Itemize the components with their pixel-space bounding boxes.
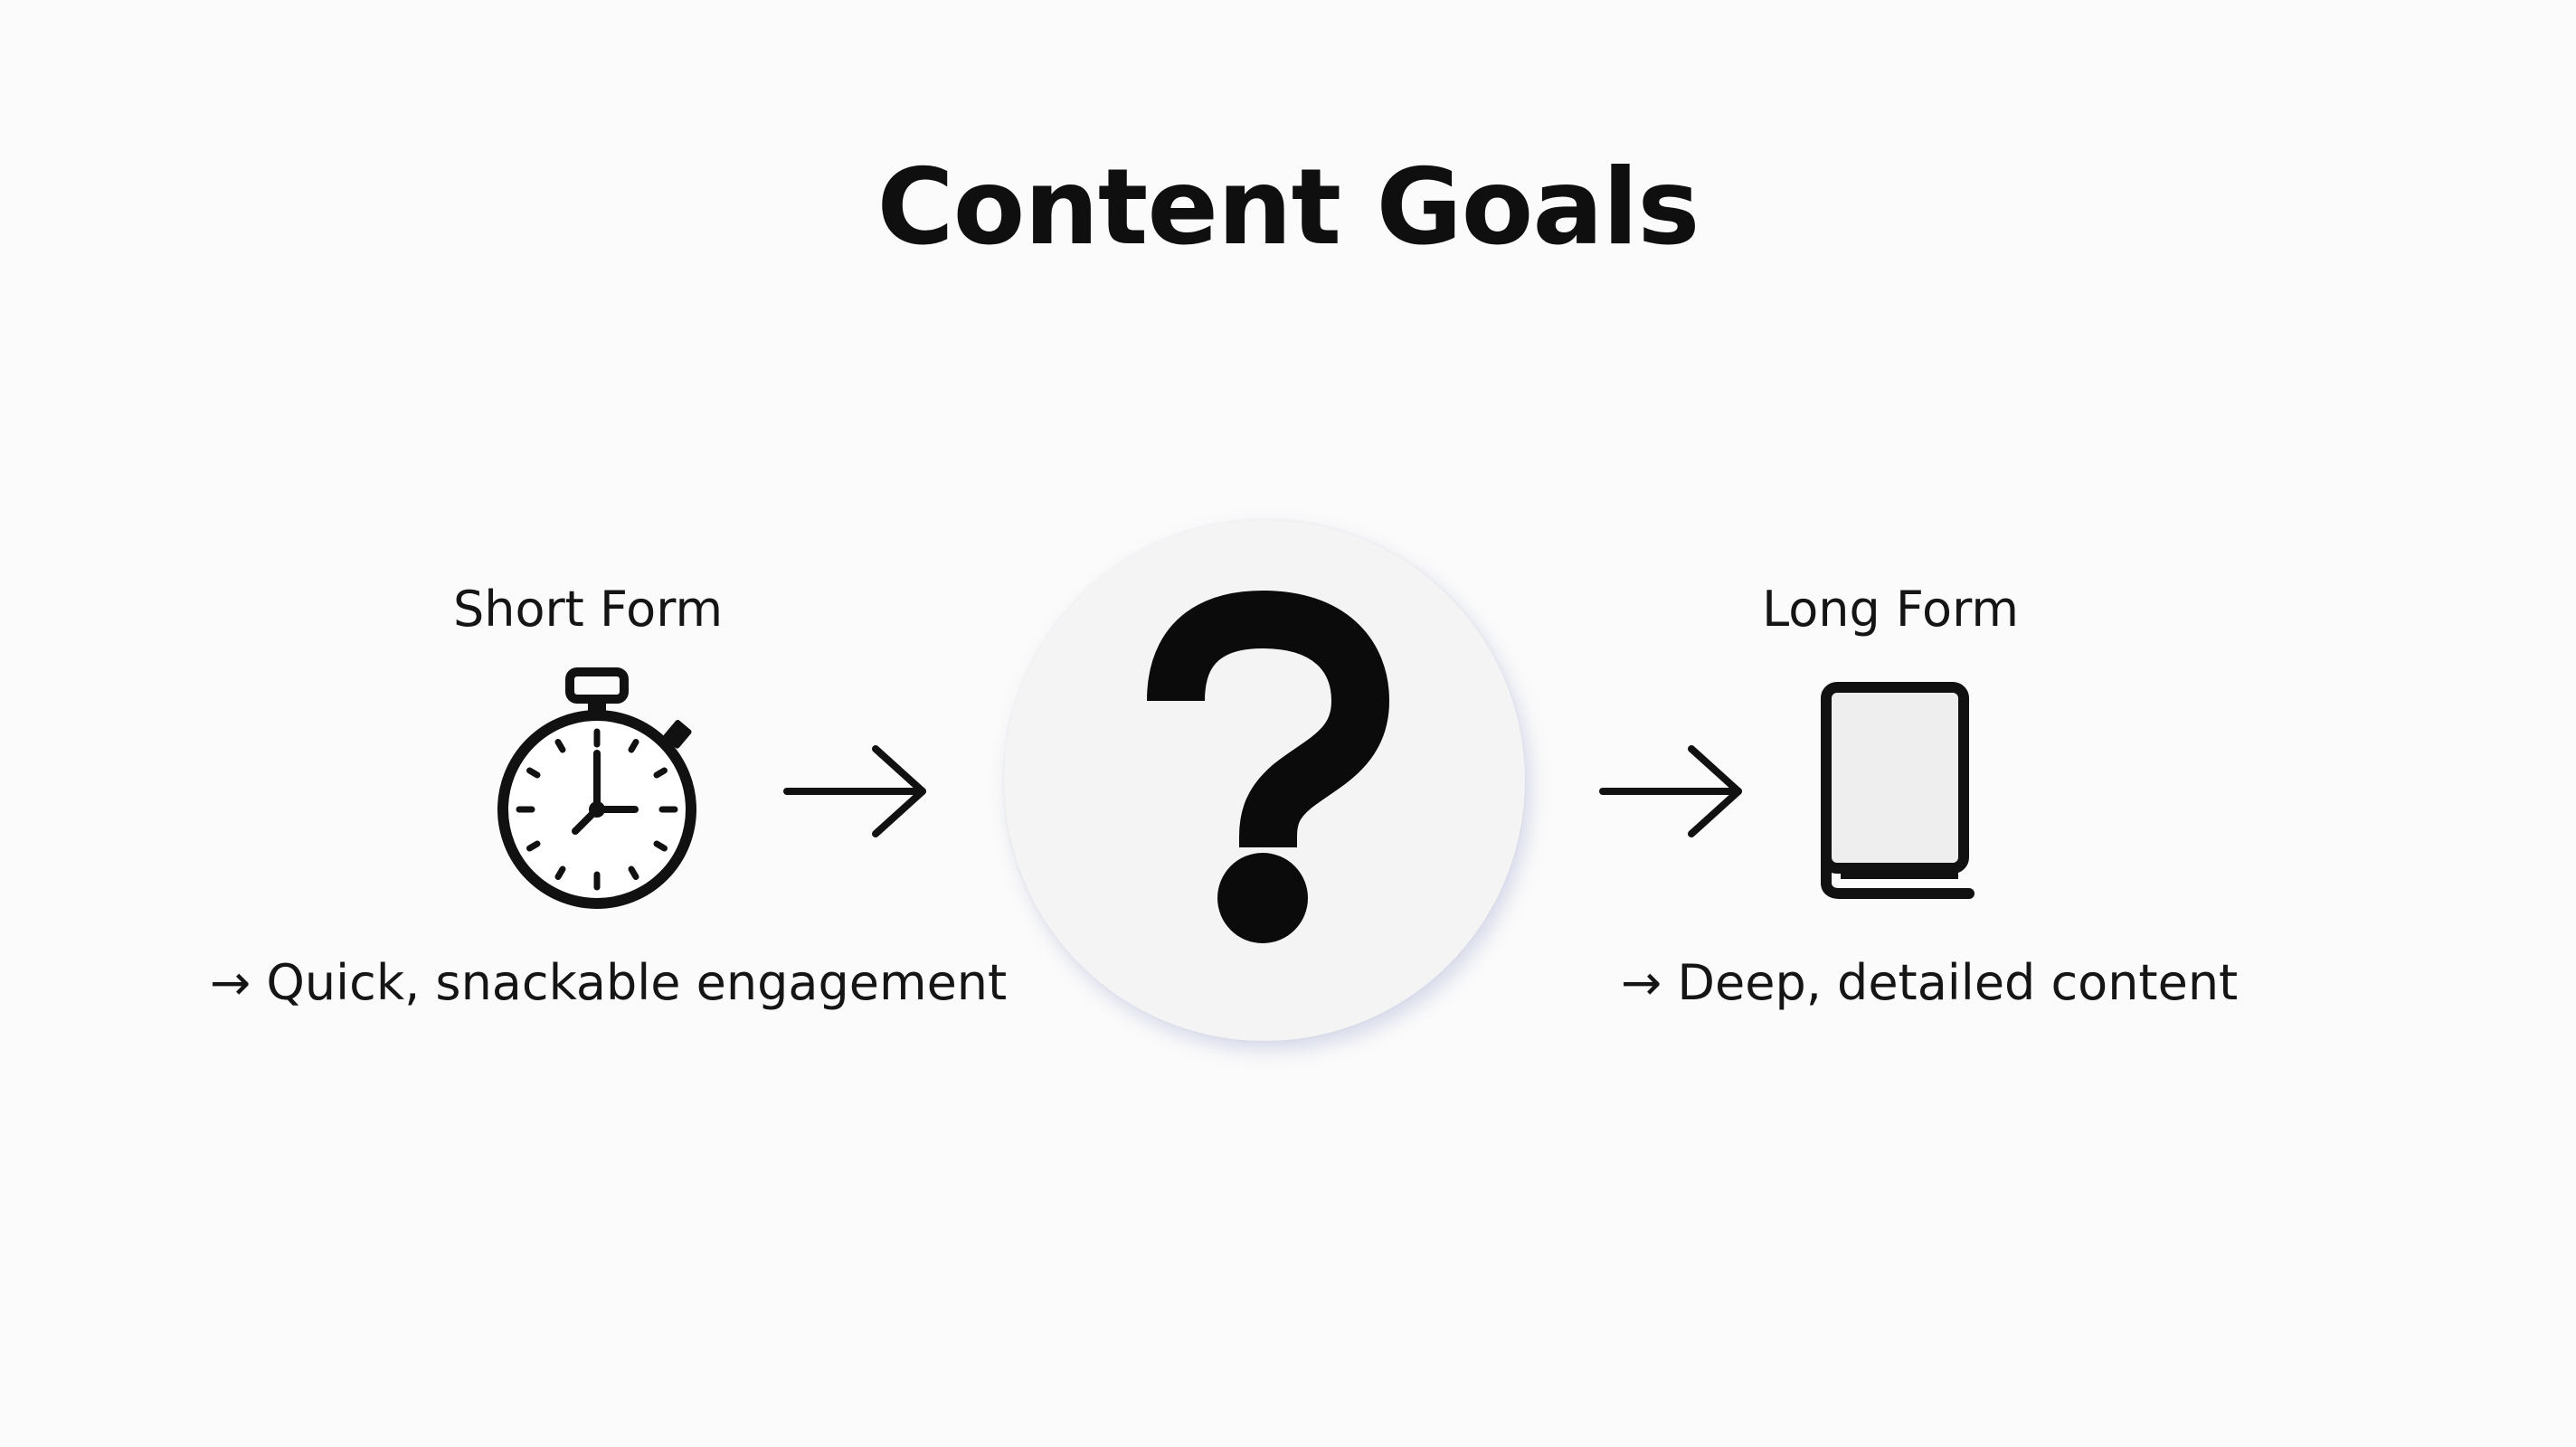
question-mark-icon [1147, 591, 1389, 943]
stopwatch-icon [497, 667, 696, 909]
short-form-label: Short Form [452, 581, 724, 638]
long-form-label: Long Form [1762, 581, 2019, 638]
book-icon [1821, 682, 1975, 899]
diagram-title: Content Goals [876, 147, 1700, 269]
long-form-description: → Deep, detailed content [1621, 954, 2239, 1011]
short-form-description: → Quick, snackable engagement [210, 954, 1008, 1011]
arrow-right-icon [783, 745, 926, 837]
arrow-right-icon [1599, 745, 1742, 837]
